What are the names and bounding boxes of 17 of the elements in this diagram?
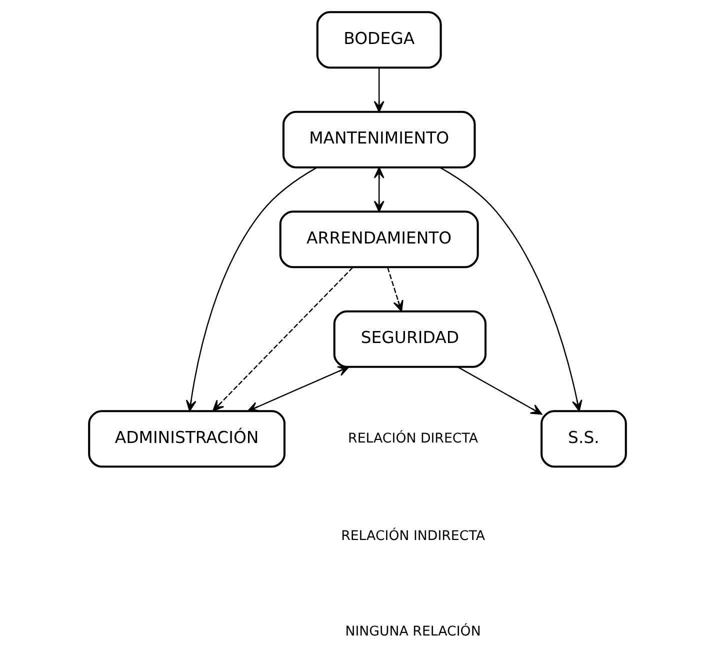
arrow bbox=[374, 166, 384, 212]
node-box: SEGURIDAD bbox=[333, 310, 487, 368]
arrow bbox=[212, 267, 354, 412]
legend-label: RELACIÓN INDIRECTA bbox=[341, 529, 485, 544]
node-box: MANTENIMIENTO bbox=[282, 110, 476, 168]
node-box: S.S. bbox=[540, 410, 627, 468]
arrow bbox=[186, 167, 318, 412]
node-box: ARRENDAMIENTO bbox=[279, 210, 479, 268]
arrow bbox=[458, 366, 542, 415]
arrow bbox=[374, 68, 384, 112]
node-box: ADMINISTRACIÓN bbox=[88, 410, 286, 468]
arrow bbox=[440, 166, 582, 412]
node-box: BODEGA bbox=[316, 11, 442, 69]
legend-label: NINGUNA RELACIÓN bbox=[345, 624, 481, 640]
arrow bbox=[247, 366, 350, 412]
arrow bbox=[387, 267, 404, 312]
legend-label: RELACIÓN DIRECTA bbox=[348, 431, 478, 446]
